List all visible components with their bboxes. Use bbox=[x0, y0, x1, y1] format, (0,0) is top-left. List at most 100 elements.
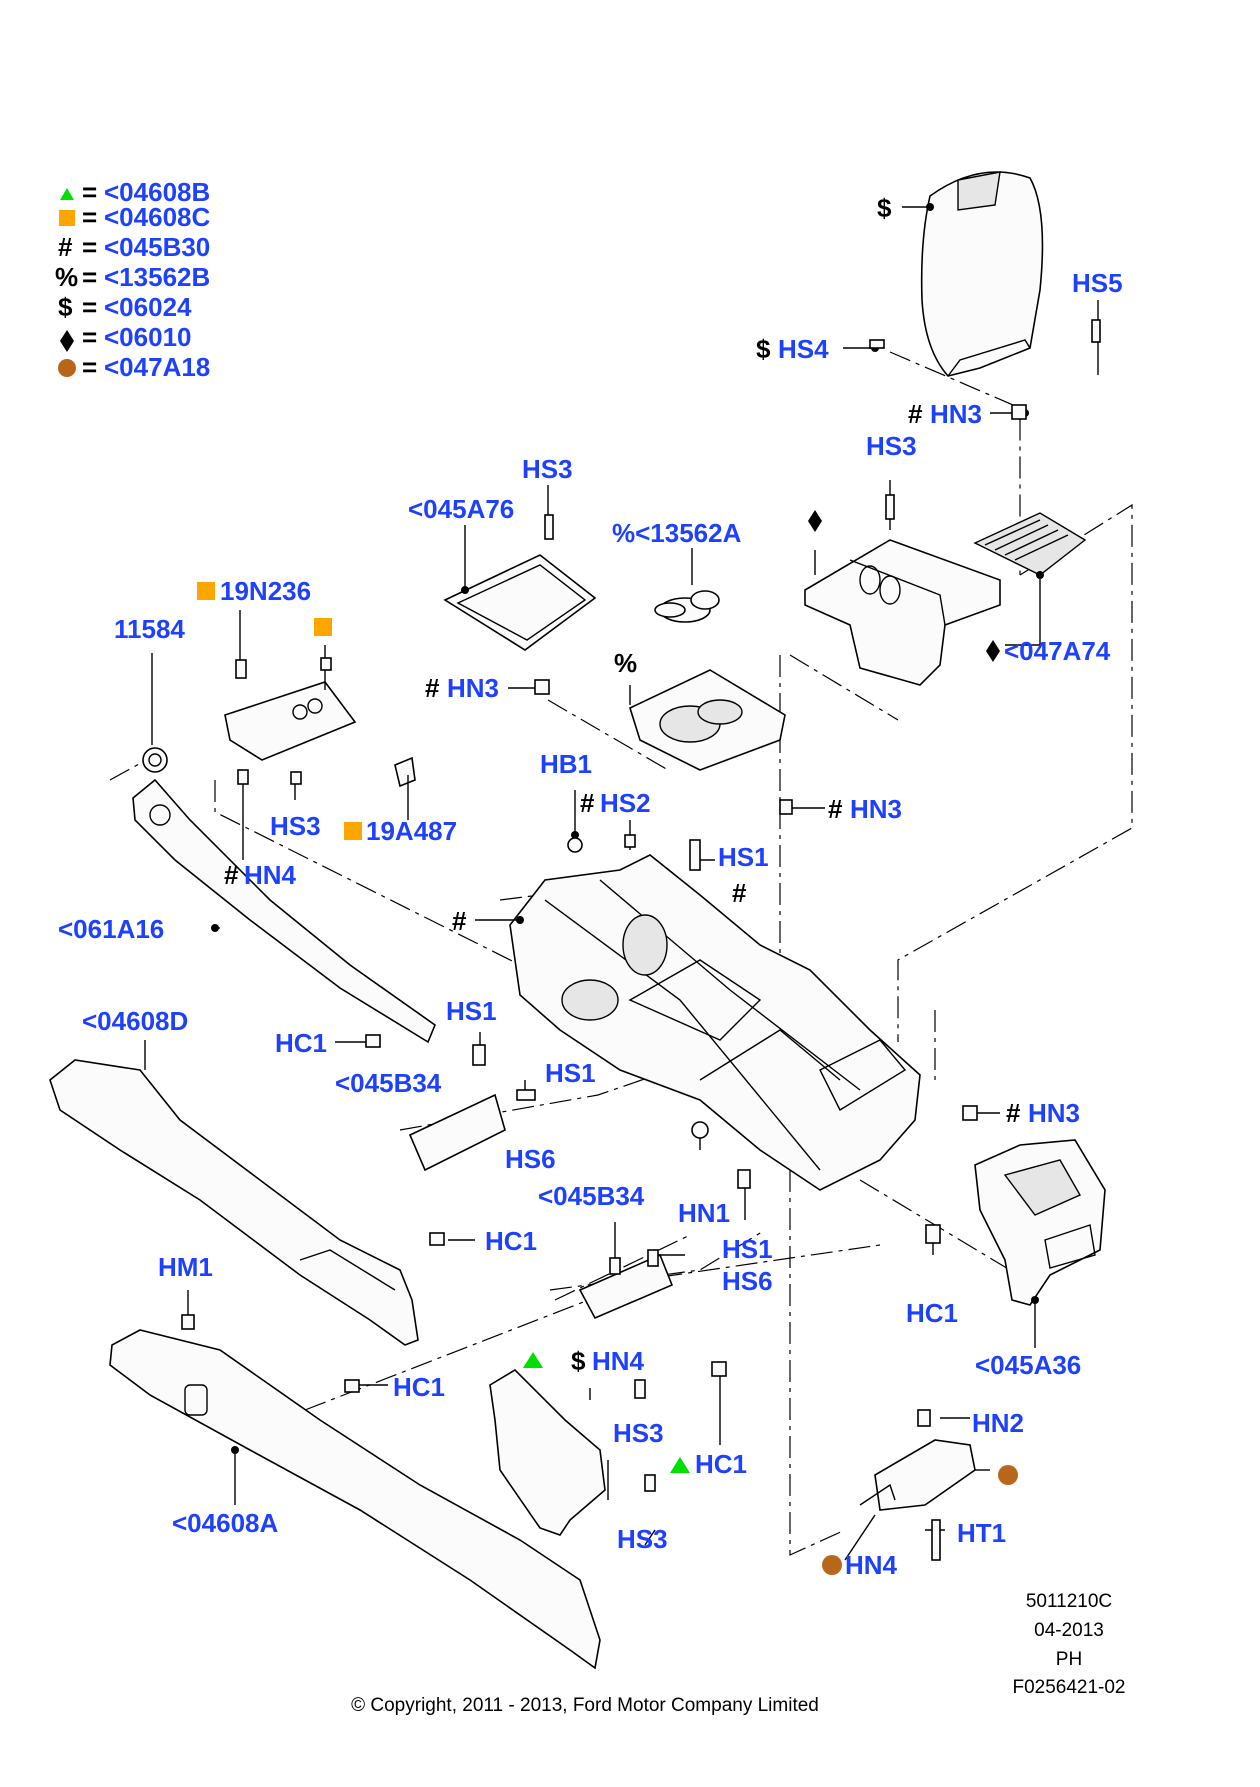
part-shapes bbox=[49, 171, 1106, 1670]
legend-equals: = bbox=[82, 292, 97, 322]
legend-equals: = bbox=[82, 322, 97, 352]
green-triangle-icon bbox=[670, 1457, 690, 1473]
legend-text: <06010 bbox=[104, 322, 191, 352]
symbol-hash: # bbox=[732, 878, 747, 908]
symbol-dollar: $ bbox=[756, 334, 771, 364]
percent-symbol: % bbox=[55, 262, 78, 292]
callout-hc1: HC1 bbox=[485, 1226, 537, 1256]
diagram-code: 5011210C bbox=[1026, 1591, 1112, 1612]
symbol-percent: % bbox=[614, 648, 637, 678]
callout-hs3: HS3 bbox=[613, 1418, 664, 1448]
bracket-19n236 bbox=[224, 681, 357, 761]
symbol-hash: # bbox=[828, 794, 843, 824]
callout-045b34: <045B34 bbox=[335, 1068, 442, 1098]
legend-row-5: $ = <06024 bbox=[58, 292, 192, 322]
symbol-dollar: $ bbox=[877, 193, 892, 223]
figure-number: F0256421-02 bbox=[1012, 1677, 1125, 1698]
callout-hm1: HM1 bbox=[158, 1252, 213, 1282]
copyright-notice: © Copyright, 2011 - 2013, Ford Motor Com… bbox=[351, 1695, 819, 1716]
callout-045a36: <045A36 bbox=[975, 1350, 1081, 1380]
legend-text: <045B30 bbox=[104, 232, 210, 262]
trim-061a16 bbox=[132, 778, 436, 1044]
legend-equals: = bbox=[82, 262, 97, 292]
storage-bin bbox=[804, 539, 1001, 686]
callout-hc1: HC1 bbox=[695, 1449, 747, 1479]
legend-row-6: = <06010 bbox=[60, 322, 191, 352]
callout-hc1: HC1 bbox=[906, 1298, 958, 1328]
callout-hn3: HN3 bbox=[850, 794, 902, 824]
diamond-icon bbox=[60, 330, 74, 352]
callout-hs3: HS3 bbox=[617, 1524, 668, 1554]
callout-hs1: HS1 bbox=[718, 842, 769, 872]
brown-circle-icon bbox=[998, 1465, 1018, 1485]
legend-text: <047A18 bbox=[104, 352, 210, 382]
callout-19n236: 19N236 bbox=[220, 576, 311, 606]
callout-hs6: HS6 bbox=[505, 1144, 556, 1174]
legend-equals: = bbox=[82, 352, 97, 382]
legend-text: <13562B bbox=[104, 262, 210, 292]
symbol-hash: # bbox=[224, 860, 239, 890]
panel-04608b bbox=[489, 1368, 606, 1536]
legend-text: <04608C bbox=[104, 202, 210, 232]
callout-hs1: HS1 bbox=[545, 1058, 596, 1088]
legend: = <04608B = <04608C # = <045B30 % = <135… bbox=[55, 177, 210, 382]
symbol-dollar: $ bbox=[571, 1346, 586, 1376]
orange-square-icon bbox=[197, 582, 215, 600]
legend-row-3: # = <045B30 bbox=[58, 232, 210, 262]
legend-row-4: % = <13562B bbox=[55, 262, 210, 292]
brown-circle-icon bbox=[58, 359, 76, 377]
console-frame bbox=[509, 854, 921, 1191]
symbol-hash: # bbox=[452, 906, 467, 936]
fasteners bbox=[181, 319, 1101, 1561]
legend-row-7: = <047A18 bbox=[58, 352, 210, 382]
callout-04608a: <04608A bbox=[172, 1508, 278, 1538]
callout-045b34: <045B34 bbox=[538, 1181, 645, 1211]
callouts: $ HS5 $ HS4 # HN3 HS3 <047A74 HS3 <045A7… bbox=[58, 193, 1123, 1580]
callout-hc1: HC1 bbox=[393, 1372, 445, 1402]
orange-square-icon bbox=[344, 822, 362, 840]
callout-047a74: <047A74 bbox=[1004, 636, 1111, 666]
symbol-hash: # bbox=[1006, 1098, 1021, 1128]
callout-04608d: <04608D bbox=[82, 1006, 188, 1036]
diagram-initials: PH bbox=[1056, 1649, 1082, 1670]
hash-symbol: # bbox=[58, 232, 73, 262]
bracket-lower bbox=[874, 1439, 976, 1511]
callout-ht1: HT1 bbox=[957, 1518, 1006, 1548]
callout-hn3: HN3 bbox=[930, 399, 982, 429]
callout-hs3: HS3 bbox=[866, 431, 917, 461]
legend-equals: = bbox=[82, 202, 97, 232]
callout-hc1: HC1 bbox=[275, 1028, 327, 1058]
orange-square-icon bbox=[314, 618, 332, 636]
orange-square-icon bbox=[59, 210, 75, 226]
brown-circle-icon bbox=[822, 1555, 842, 1575]
legend-text: <06024 bbox=[104, 292, 192, 322]
callout-hs3: HS3 bbox=[522, 454, 573, 484]
green-triangle-icon bbox=[60, 188, 74, 200]
callout-hn3: HN3 bbox=[447, 673, 499, 703]
callout-hn4: HN4 bbox=[845, 1550, 898, 1580]
callout-hn3: HN3 bbox=[1028, 1098, 1080, 1128]
green-triangle-icon bbox=[523, 1352, 543, 1368]
panel-04608a bbox=[109, 1329, 601, 1670]
legend-text: <04608B bbox=[104, 177, 210, 207]
legend-equals: = bbox=[82, 177, 97, 207]
callout-hs1: HS1 bbox=[722, 1234, 773, 1264]
callout-061a16: <061A16 bbox=[58, 914, 164, 944]
callout-hn2: HN2 bbox=[972, 1408, 1024, 1438]
callout-hn4: HN4 bbox=[244, 860, 297, 890]
callout-hs2: HS2 bbox=[600, 788, 651, 818]
symbol-hash: # bbox=[580, 788, 595, 818]
panel-04608d bbox=[49, 1059, 419, 1346]
callout-hb1: HB1 bbox=[540, 749, 592, 779]
symbol-hash: # bbox=[425, 673, 440, 703]
callout-19a487: 19A487 bbox=[366, 816, 457, 846]
callout-hs1: HS1 bbox=[446, 996, 497, 1026]
callout-045a76: <045A76 bbox=[408, 494, 514, 524]
callout-hn1: HN1 bbox=[678, 1198, 730, 1228]
diagram-date: 04-2013 bbox=[1034, 1620, 1104, 1641]
callout-hs3: HS3 bbox=[270, 811, 321, 841]
legend-row-2: = <04608C bbox=[59, 202, 210, 232]
bin-mat bbox=[973, 512, 1087, 576]
